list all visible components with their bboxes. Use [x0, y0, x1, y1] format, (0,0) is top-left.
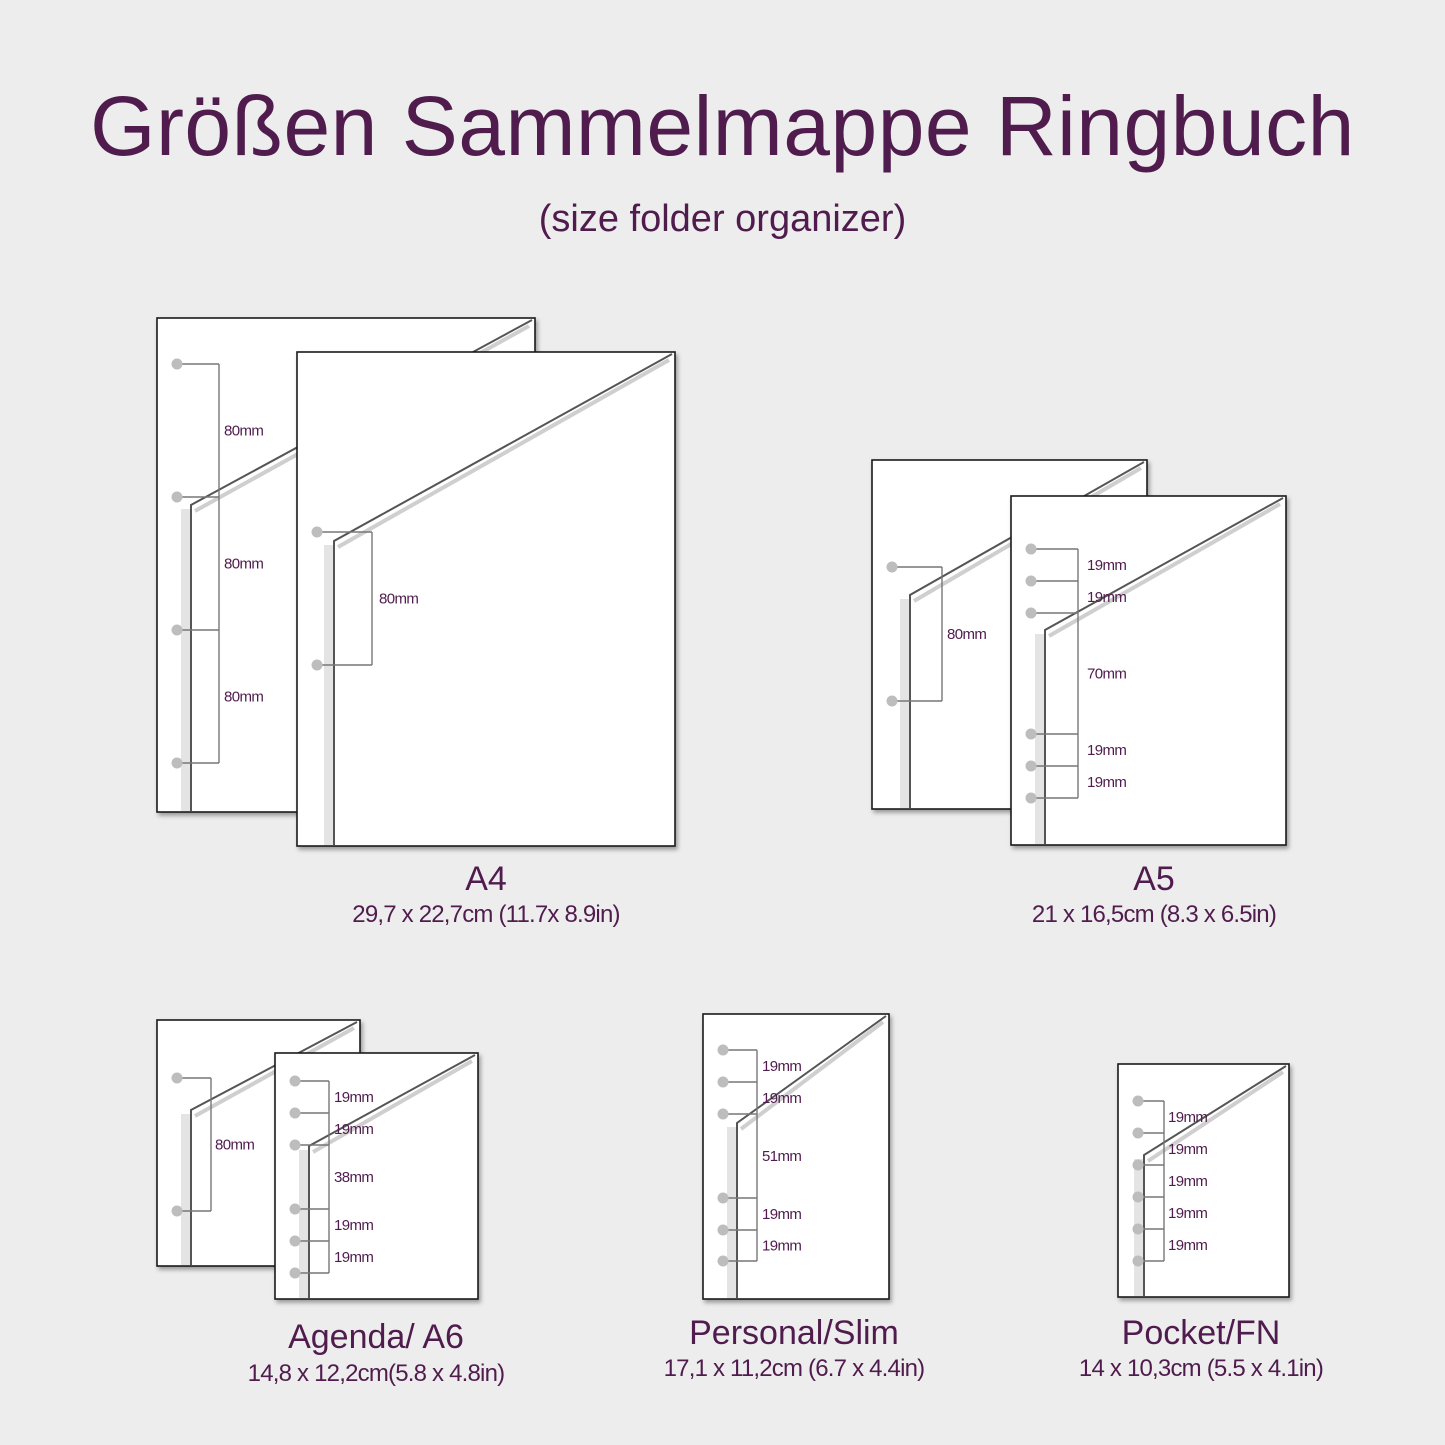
a4-back-margin-shade	[181, 509, 191, 811]
a4-back-spacing-label: 80mm	[224, 689, 263, 706]
a6-front-spacing-label: 38mm	[334, 1169, 373, 1186]
personal-slit-shadow	[739, 1020, 885, 1131]
format-name-a5: A5	[1133, 860, 1175, 898]
a5-front-slit-line	[1044, 497, 1284, 844]
personal-spacing-label: 51mm	[762, 1148, 801, 1165]
a6-front-hole	[289, 1139, 301, 1151]
a5-front-margin-shade	[1035, 634, 1045, 844]
pocket-spacing-label: 19mm	[1168, 1205, 1207, 1222]
format-size-pocket: 14 x 10,3cm (5.5 x 4.1in)	[1078, 1355, 1324, 1382]
a6-front-spacing-label: 19mm	[334, 1249, 373, 1266]
a4-front-spacing-label: 80mm	[379, 591, 418, 608]
a5-back-margin-shade	[900, 599, 910, 808]
pocket-spacing-label: 19mm	[1168, 1237, 1207, 1254]
a5-front-hole	[1025, 543, 1037, 555]
format-name-personal: Personal/Slim	[689, 1314, 899, 1352]
personal-spacing-label: 19mm	[762, 1206, 801, 1223]
pocket-spacing-label: 19mm	[1168, 1141, 1207, 1158]
pocket-spacing-label: 19mm	[1168, 1109, 1207, 1126]
a5-back-hole	[886, 561, 898, 573]
a4-front-slit-line	[333, 353, 673, 845]
page-subtitle: (size folder organizer)	[538, 198, 907, 240]
format-name-a6: Agenda/ A6	[288, 1318, 464, 1356]
a6-back-spacing-label: 80mm	[215, 1137, 254, 1154]
a5-back-hole	[886, 695, 898, 707]
a6-front-hole	[289, 1235, 301, 1247]
a4-back-hole	[171, 358, 183, 370]
format-size-a6: 14,8 x 12,2cm(5.8 x 4.8in)	[247, 1360, 505, 1387]
pocket-hole	[1132, 1191, 1144, 1203]
a4-back-hole	[171, 491, 183, 503]
personal-hole	[717, 1044, 729, 1056]
a6-front-slit-line	[308, 1054, 476, 1298]
a6-front-hole	[289, 1075, 301, 1087]
pocket-hole	[1132, 1255, 1144, 1267]
a4-back-spacing-label: 80mm	[224, 423, 263, 440]
pocket-spacing-label: 19mm	[1168, 1173, 1207, 1190]
a6-back-hole	[171, 1205, 183, 1217]
a4-back-spacing-label: 80mm	[224, 556, 263, 573]
personal-hole	[717, 1192, 729, 1204]
personal-spacing-label: 19mm	[762, 1058, 801, 1075]
a6-back-margin-shade	[181, 1114, 191, 1265]
format-name-pocket: Pocket/FN	[1121, 1314, 1281, 1352]
format-name-a4: A4	[465, 860, 507, 898]
a5-front-hole	[1025, 760, 1037, 772]
a4-front-sheet	[296, 351, 676, 847]
a5-front-spacing-label: 19mm	[1087, 774, 1126, 791]
a6-front-spacing-label: 19mm	[334, 1121, 373, 1138]
a4-front-hole	[311, 659, 323, 671]
pocket-hole	[1132, 1159, 1144, 1171]
personal-hole	[717, 1255, 729, 1267]
a5-back-spacing-label: 80mm	[947, 626, 986, 643]
a6-back-hole	[171, 1072, 183, 1084]
a6-front-margin-shade	[299, 1150, 309, 1298]
pocket-hole	[1132, 1127, 1144, 1139]
a5-front-hole	[1025, 728, 1037, 740]
pocket-sheet	[1117, 1063, 1290, 1298]
a5-front-sheet	[1010, 495, 1287, 846]
a6-front-spacing-label: 19mm	[334, 1217, 373, 1234]
personal-margin-shade	[727, 1127, 737, 1298]
a6-front-hole	[289, 1267, 301, 1279]
a4-back-hole	[171, 757, 183, 769]
a5-front-spacing-label: 19mm	[1087, 742, 1126, 759]
personal-hole	[717, 1224, 729, 1236]
pocket-hole	[1132, 1095, 1144, 1107]
a6-front-spacing-label: 19mm	[334, 1089, 373, 1106]
a6-front-hole	[289, 1203, 301, 1215]
a4-back-hole	[171, 624, 183, 636]
personal-spacing-label: 19mm	[762, 1090, 801, 1107]
a6-back-slit-line	[190, 1021, 358, 1265]
a5-front-spacing-label: 19mm	[1087, 557, 1126, 574]
a5-front-hole	[1025, 607, 1037, 619]
format-size-personal: 17,1 x 11,2cm (6.7 x 4.4in)	[663, 1355, 926, 1382]
a4-front-margin-shade	[324, 545, 334, 845]
a5-front-spacing-label: 19mm	[1087, 589, 1126, 606]
a5-front-spacing-label: 70mm	[1087, 666, 1126, 683]
a6-front-slit-shadow	[312, 1059, 473, 1154]
personal-slit-line	[736, 1015, 887, 1298]
personal-hole	[717, 1108, 729, 1120]
a4-front-hole	[311, 526, 323, 538]
pocket-hole	[1132, 1223, 1144, 1235]
format-size-a4: 29,7 x 22,7cm (11.7x 8.9in)	[352, 901, 620, 928]
a5-front-slit-shadow	[1048, 502, 1281, 638]
personal-hole	[717, 1076, 729, 1088]
a4-front-slit-shadow	[337, 358, 670, 549]
pocket-slit-line	[1143, 1065, 1287, 1296]
personal-spacing-label: 19mm	[762, 1238, 801, 1255]
format-size-a5: 21 x 16,5cm (8.3 x 6.5in)	[1031, 901, 1277, 928]
pocket-slit-shadow	[1146, 1070, 1285, 1163]
page-title: Größen Sammelmappe Ringbuch	[90, 79, 1355, 173]
a6-front-hole	[289, 1107, 301, 1119]
a5-front-hole	[1025, 575, 1037, 587]
a5-front-hole	[1025, 792, 1037, 804]
